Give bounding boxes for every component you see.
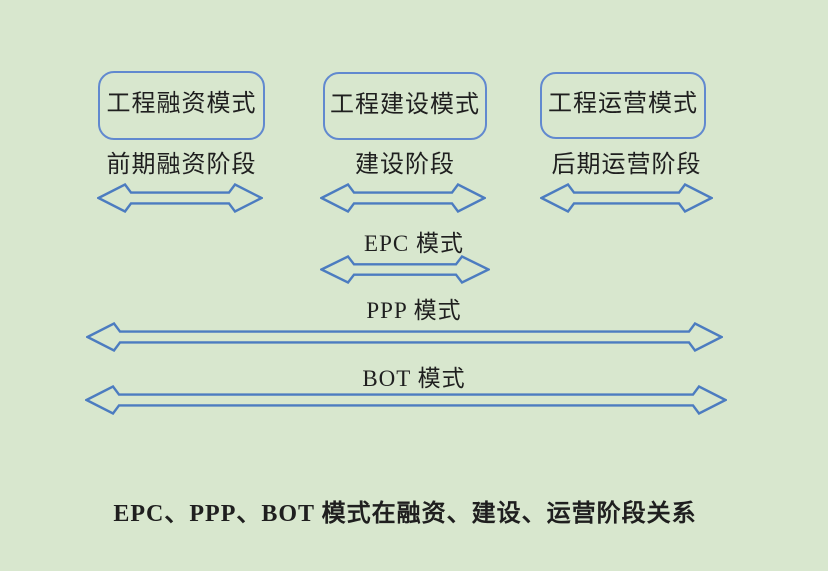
model-box-operation-label: 工程运营模式 (548, 91, 698, 117)
stage-label-operation: 后期运营阶段 (551, 152, 702, 178)
bot-mode-label: BOT 模式 (362, 366, 466, 391)
model-box-construction-label: 工程建设模式 (330, 91, 480, 118)
stage-label-construction: 建设阶段 (355, 152, 455, 178)
model-box-construction: 工程建设模式 (323, 72, 487, 140)
model-box-financing: 工程融资模式 (98, 71, 265, 140)
epc-mode-label: EPC 模式 (364, 231, 464, 256)
epc-mode-arrow (320, 255, 490, 284)
construction-stage-arrow (320, 183, 486, 213)
operation-stage-arrow (540, 183, 713, 213)
financing-stage-arrow (97, 183, 263, 213)
model-box-financing-label: 工程融资模式 (106, 91, 257, 117)
ppp-mode-arrow (86, 322, 723, 352)
stage-label-financing: 前期融资阶段 (106, 152, 257, 178)
diagram-caption: EPC、PPP、BOT 模式在融资、建设、运营阶段关系 (113, 501, 697, 527)
model-box-operation: 工程运营模式 (540, 72, 706, 139)
bot-mode-arrow (85, 385, 727, 415)
ppp-mode-label: PPP 模式 (366, 298, 462, 323)
